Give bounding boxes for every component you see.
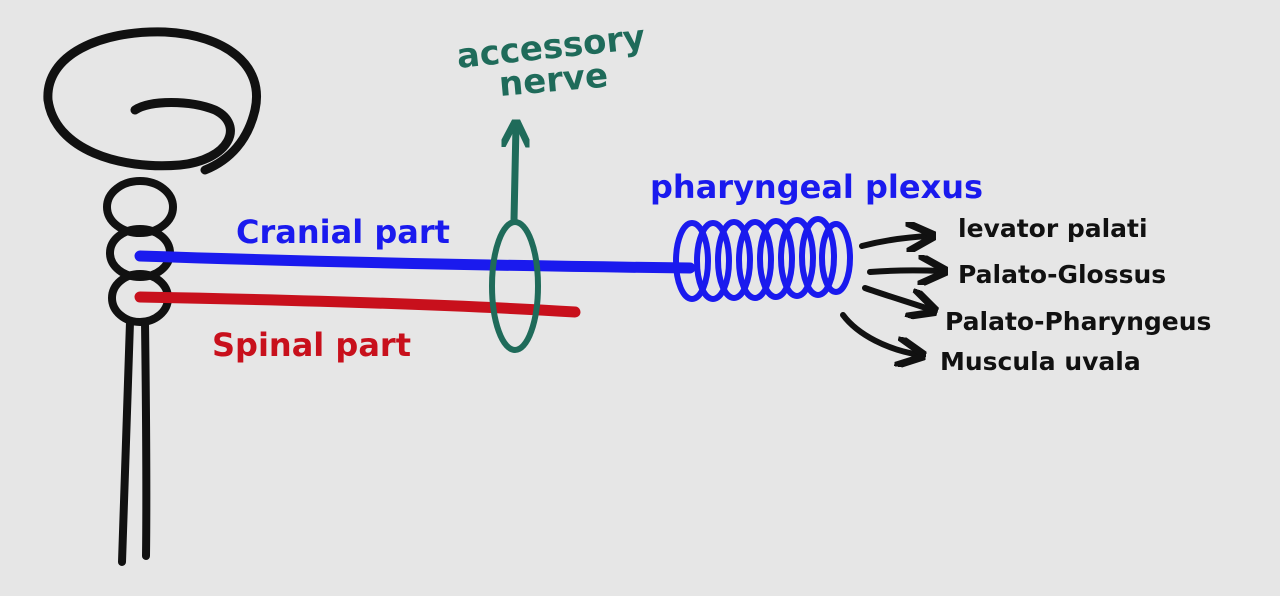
muscle-arrows (840, 236, 942, 355)
muscle-label-levator-palati: levator palati (958, 214, 1148, 243)
spinal-part-label: Spinal part (212, 326, 411, 364)
cranial-part-label: Cranial part (236, 213, 450, 251)
pharyngeal-plexus-coil (673, 216, 853, 302)
arrow-levator (859, 236, 930, 246)
spinal-part-line (134, 291, 581, 318)
spinal-cord (118, 318, 151, 566)
arrow-glossus (867, 270, 942, 272)
accessory-label-line2: nerve (497, 56, 609, 105)
arrow-uvala (840, 312, 920, 355)
muscle-label-palato-pharyngeus: Palato-Pharyngeus (945, 307, 1211, 336)
pharyngeal-plexus-label: pharyngeal plexus (650, 168, 983, 206)
muscle-label-muscula-uvala: Muscula uvala (940, 347, 1141, 376)
arrow-pharyngeus (862, 285, 932, 310)
accessory-nerve (489, 125, 541, 353)
cranial-part-line (134, 250, 696, 274)
accessory-arrow (514, 125, 516, 224)
muscle-label-palato-glossus: Palato-Glossus (958, 260, 1166, 289)
brain-outline (43, 27, 261, 175)
